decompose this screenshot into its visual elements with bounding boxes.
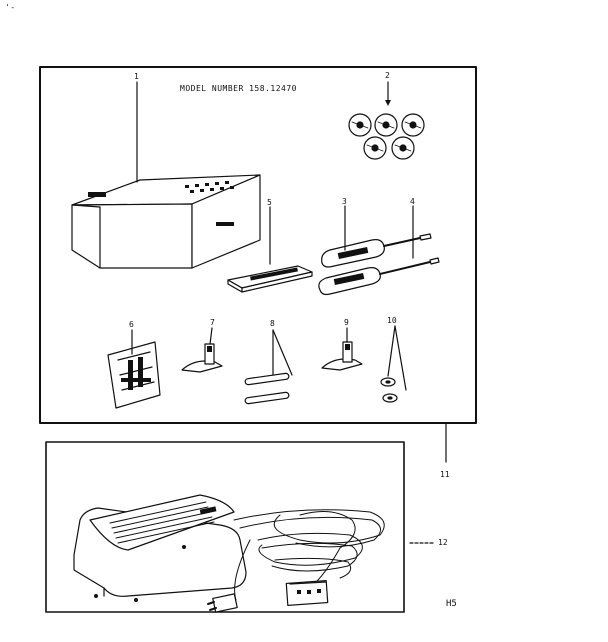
upper-frame (39, 66, 477, 424)
foot-controller (73, 494, 247, 602)
page-code: H5 (446, 599, 457, 609)
machine-connector (285, 580, 329, 606)
corner-mark: '- (5, 3, 16, 12)
callout-3: 3 (342, 197, 347, 206)
attachment-box (71, 174, 261, 269)
presser-foot-9 (321, 341, 363, 371)
lower-frame (45, 441, 405, 613)
model-number-label: MODEL NUMBER 158.12470 (180, 84, 297, 93)
screwdriver-large (321, 233, 432, 268)
callout-1: 1 (134, 72, 139, 81)
callout-11: 11 (440, 470, 450, 479)
presser-foot-7 (181, 343, 223, 373)
screwdriver-small (318, 257, 440, 296)
callout-4: 4 (410, 197, 415, 206)
callout-7: 7 (210, 318, 215, 327)
plug-two-prong (207, 593, 238, 613)
callout-9: 9 (344, 318, 349, 327)
leader-10 (387, 325, 396, 377)
callout-12: 12 (438, 538, 448, 547)
leader-7 (209, 327, 213, 345)
callout-10: 10 (387, 316, 397, 325)
feed-cover-plate (107, 341, 161, 409)
callout-8: 8 (270, 319, 275, 328)
bobbins (348, 113, 425, 160)
callout-2: 2 (385, 71, 390, 80)
rods-8 (244, 372, 290, 405)
callout-6: 6 (129, 320, 134, 329)
callout-5: 5 (267, 198, 272, 207)
washers-10 (380, 377, 398, 403)
seam-guide (227, 265, 313, 293)
